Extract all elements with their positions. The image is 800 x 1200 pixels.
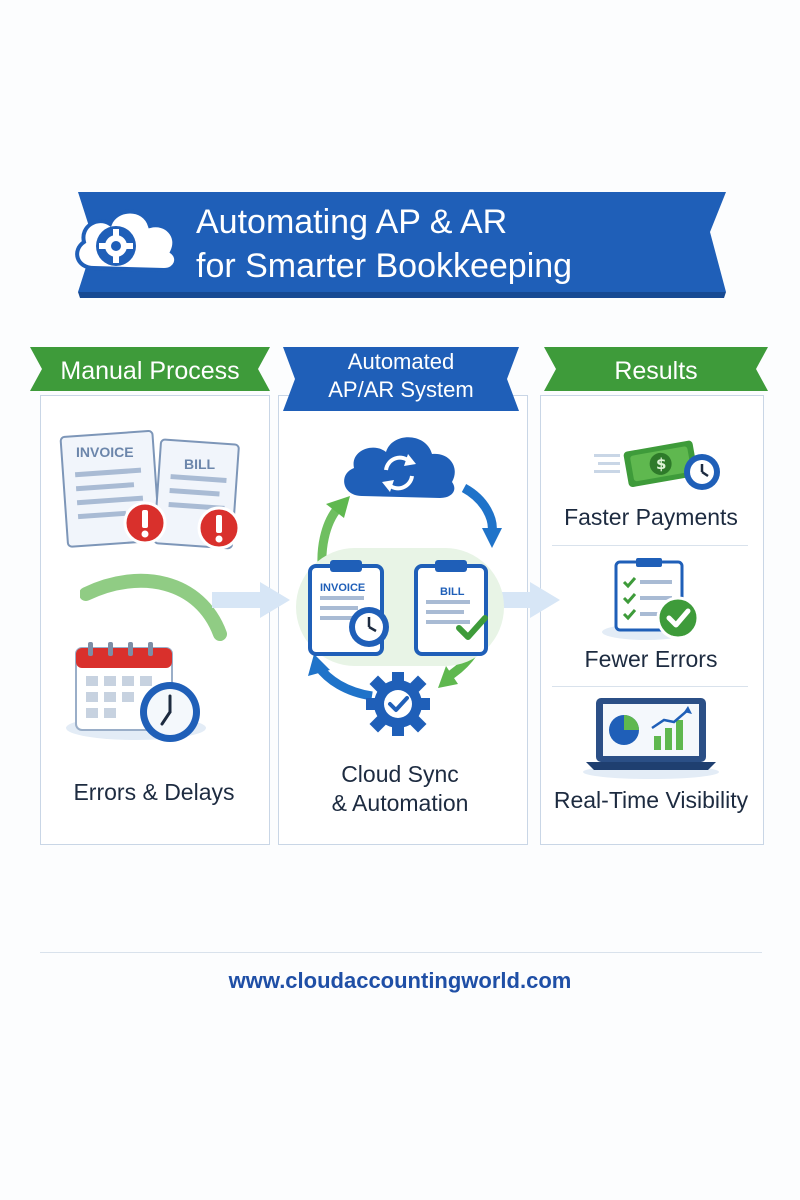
alert-icon	[197, 506, 241, 550]
automated-heading-line-1: Automated	[347, 349, 455, 374]
manual-heading: Manual Process	[60, 357, 240, 385]
clock-icon	[349, 607, 389, 647]
money-clock-icon: $	[594, 440, 720, 490]
flow-arrow-icon	[212, 582, 290, 618]
gear-check-icon	[366, 672, 430, 736]
green-swoosh	[80, 573, 227, 641]
result-item-label: Fewer Errors	[584, 646, 718, 672]
alert-icon	[123, 501, 167, 545]
result-divider	[552, 545, 748, 546]
result-divider	[552, 686, 748, 687]
title-line-2: for Smarter Bookkeeping	[196, 247, 573, 285]
bill-doc-label: BILL	[184, 456, 216, 472]
title-line-1: Automating AP & AR	[196, 203, 508, 241]
automated-caption-line-2: & Automation	[331, 790, 469, 816]
footer-url[interactable]: www.cloudaccountingworld.com	[228, 968, 572, 993]
invoice-doc-label: INVOICE	[76, 444, 134, 460]
laptop-chart-icon	[583, 698, 719, 779]
svg-text:$: $	[656, 455, 666, 473]
results-heading: Results	[614, 357, 698, 385]
footer-divider	[40, 952, 762, 953]
checklist-icon	[602, 558, 700, 640]
manual-caption: Errors & Delays	[73, 779, 235, 805]
result-item-label: Real-Time Visibility	[553, 787, 749, 813]
auto-bill-label: BILL	[440, 586, 465, 598]
automated-caption-line-1: Cloud Sync	[341, 761, 459, 787]
calendar-clock-icon	[66, 642, 206, 742]
auto-invoice-label: INVOICE	[320, 582, 366, 594]
automated-caption: Cloud Sync & Automation	[290, 760, 510, 818]
check-icon	[456, 615, 488, 640]
cloud-sync-icon	[344, 437, 455, 498]
automated-heading: Automated AP/AR System	[285, 348, 517, 404]
cloud-gear-icon	[75, 209, 179, 273]
result-item-label: Faster Payments	[564, 504, 738, 530]
automated-heading-line-2: AP/AR System	[328, 377, 474, 402]
